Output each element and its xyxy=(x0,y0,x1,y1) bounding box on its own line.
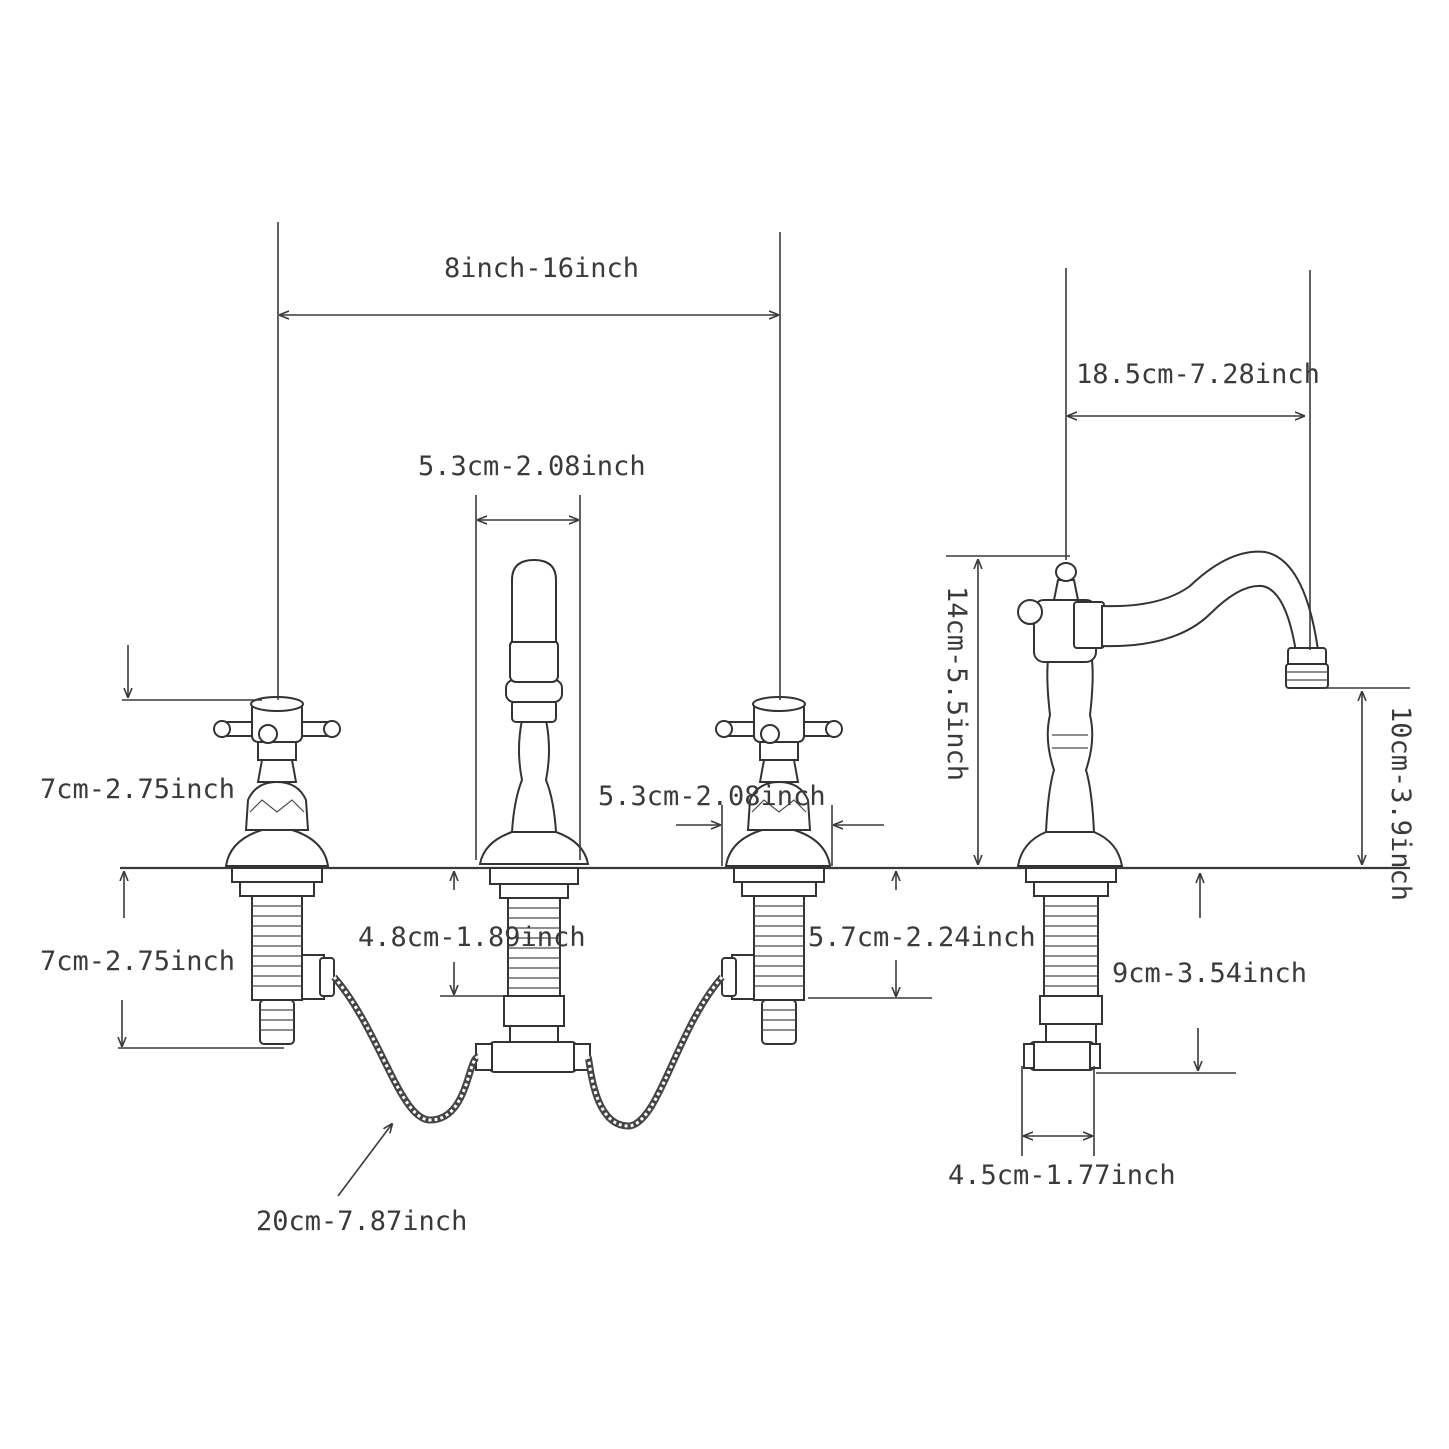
dimension-lines xyxy=(118,222,1410,1197)
side-sprayer xyxy=(475,558,591,1073)
label-sprayer-width: 5.3cm-2.08inch xyxy=(418,451,646,482)
label-spout-clearance: 10cm-3.9inch xyxy=(1385,706,1416,901)
label-spout-reach: 18.5cm-7.28inch xyxy=(1076,359,1320,390)
label-handle-shank: 7cm-2.75inch xyxy=(40,946,235,977)
label-spout-shank: 9cm-3.54inch xyxy=(1112,958,1307,989)
label-connector-width: 4.5cm-1.77inch xyxy=(948,1160,1176,1191)
label-spout-height: 14cm-5.5inch xyxy=(941,586,972,781)
left-handle-valve xyxy=(213,696,341,1045)
dimension-labels: 8inch-16inch 18.5cm-7.28inch 5.3cm-2.08i… xyxy=(40,253,1416,1237)
label-handle-height: 7cm-2.75inch xyxy=(40,774,235,805)
label-handle-base-width: 5.3cm-2.08inch xyxy=(598,781,826,812)
connection-hoses xyxy=(331,974,725,1130)
right-handle-valve xyxy=(715,696,843,1045)
label-hose-length: 20cm-7.87inch xyxy=(256,1206,467,1237)
label-sprayer-shank: 4.8cm-1.89inch xyxy=(358,922,586,953)
label-valve-shank: 5.7cm-2.24inch xyxy=(808,922,1036,953)
faucet-spout xyxy=(1016,550,1329,1071)
label-spread: 8inch-16inch xyxy=(444,253,639,284)
